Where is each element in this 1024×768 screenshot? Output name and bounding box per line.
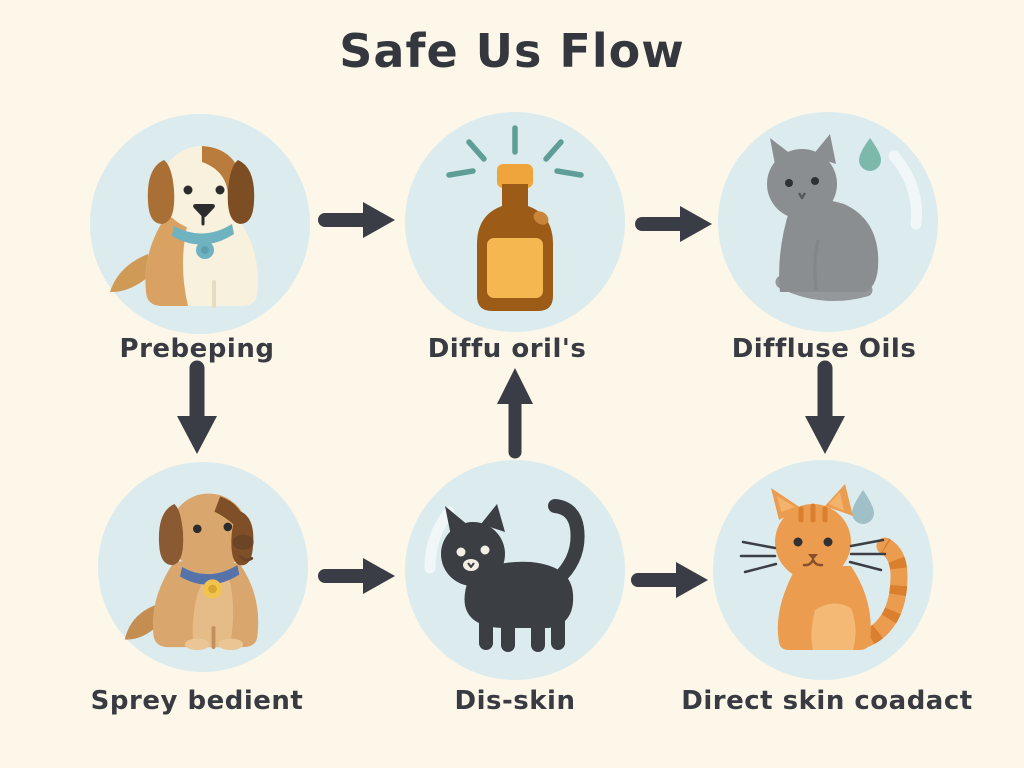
tan-dog-icon [124, 493, 259, 651]
orange-cat-icon [739, 484, 908, 650]
collar [180, 565, 240, 585]
node-label-preparing: Prebeping [119, 334, 275, 364]
whiskers [739, 538, 887, 574]
arrow-right-icon-bottom-1 [325, 558, 395, 594]
arrow-right-icon-top-1 [325, 202, 395, 238]
node-circle-black-cat [405, 460, 625, 680]
arrow-right-icon-top-2 [642, 206, 712, 242]
node-circle-tan-dog [98, 462, 308, 672]
arrow-right-icon-bottom-2 [638, 562, 708, 598]
node-label-diffuse-oils: Diffluse Oils [731, 334, 917, 364]
node-circle-preparing [90, 114, 310, 334]
droplet-icon [859, 138, 881, 171]
black-cat-icon [424, 499, 585, 652]
node-label-dis-skin: Dis-skin [454, 686, 576, 716]
node-circle-gray-cat [718, 112, 938, 332]
arrow-down-icon-right [805, 368, 845, 454]
node-label-oil-bottle: Diffu oril's [427, 334, 587, 364]
collar [172, 224, 234, 245]
arrow-up-icon-center [497, 368, 533, 452]
node-label-direct-skin-contact: Direct skin coadact [681, 686, 973, 716]
droplet-icon [852, 490, 874, 524]
rays-icon [446, 125, 584, 178]
node-circle-orange-cat [713, 460, 933, 680]
beagle-dog-icon [110, 146, 258, 308]
arrow-down-icon-left [177, 368, 217, 454]
page-title: Safe Us Flow [339, 24, 685, 78]
gray-cat-icon [767, 134, 923, 301]
node-label-spray-bedding: Sprey bedient [90, 686, 304, 716]
node-circle-oil-bottle [405, 112, 625, 332]
essential-oil-bottle-icon [446, 125, 584, 311]
